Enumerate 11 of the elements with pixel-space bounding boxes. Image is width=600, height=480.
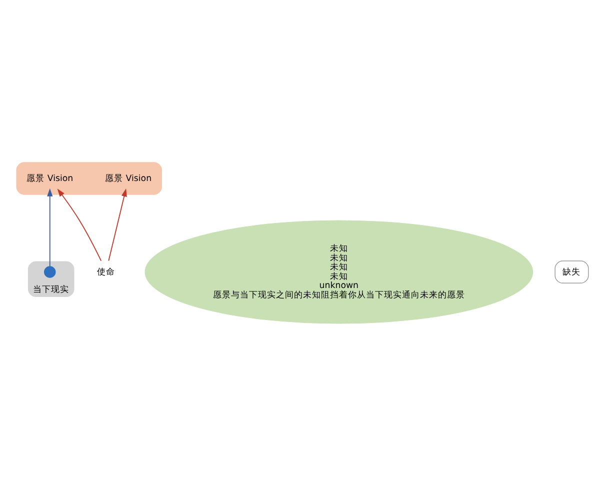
node-text: 愿景 Vision	[26, 173, 74, 184]
cluster	[16, 162, 162, 194]
node-box: 缺失	[554, 260, 589, 283]
node-text: 使命	[97, 266, 116, 277]
node-text: 愿景 Vision	[105, 173, 152, 184]
arrow	[47, 188, 53, 266]
node-ellipse: 未知 未知 未知 未知 unknown 愿景与当下现实之间的未知阻挡着你从当下现实通向未来的愿景	[144, 220, 534, 324]
cluster: 当下现实	[28, 260, 74, 296]
arrow	[57, 188, 102, 261]
arrow	[108, 188, 127, 261]
node-circle	[44, 266, 56, 278]
